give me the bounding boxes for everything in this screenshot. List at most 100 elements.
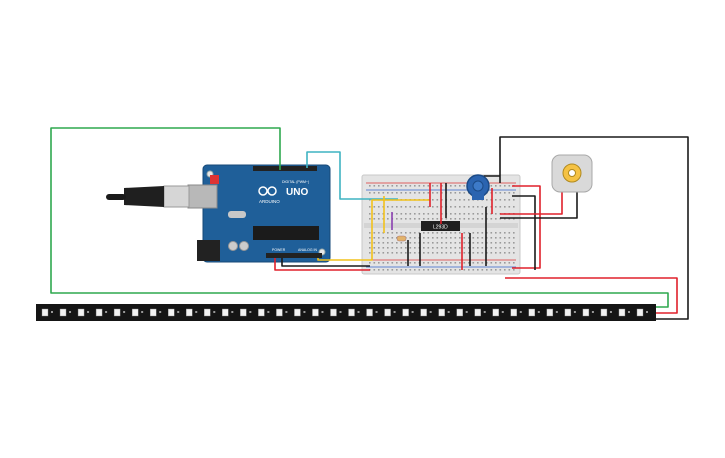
breadboard-hole [405,192,407,194]
led-pixel [95,308,103,317]
breadboard-hole [459,185,461,187]
wire-rail-ground[interactable] [512,195,536,270]
led-pixel-cap [627,311,630,313]
breadboard-hole [468,262,470,264]
breadboard-hole [454,232,457,234]
breadboard-hole [477,218,479,220]
breadboard-hole [423,232,425,234]
breadboard-hole [391,185,394,187]
breadboard-hole [495,269,497,271]
wire-motor-control[interactable] [317,199,430,261]
breadboard-hole [504,269,506,271]
wire-rail-power[interactable] [512,185,541,269]
breadboard-hole [396,242,398,244]
breadboard-hole [481,242,484,244]
breadboard-hole [450,269,452,271]
led-pixel [77,308,85,317]
breadboard-hole [441,269,443,271]
led-pixel-cap [465,311,468,313]
breadboard-hole [499,237,502,239]
led-pixel-cap [555,311,558,313]
wire-5v[interactable] [274,258,370,271]
breadboard-hole [391,192,394,194]
led-pixel [186,308,193,317]
breadboard-hole [504,262,506,264]
breadboard-hole [450,232,452,234]
wire-strip-data[interactable] [50,127,669,308]
breadboard-hole [387,232,389,234]
breadboard-hole [432,262,434,264]
led-pixel [258,308,265,317]
breadboard-hole [369,237,371,239]
breadboard-hole [400,242,403,244]
led-strip[interactable] [36,304,656,321]
breadboard-hole [472,262,475,264]
dc-motor[interactable] [551,154,593,193]
breadboard-hole [418,192,421,194]
usb-port [187,184,218,209]
wire-strip-ground[interactable] [499,136,689,320]
breadboard-hole [418,218,421,220]
breadboard-hole [495,242,497,244]
reset-button[interactable] [210,175,219,184]
breadboard-hole [432,185,434,187]
wire-strip-power[interactable] [505,277,678,314]
breadboard-hole [454,247,457,249]
arduino-uno[interactable]: UNO ARDUINO DIGITAL (PWM~) POWER ANALOG … [187,164,331,263]
resistor[interactable] [396,235,407,242]
potentiometer[interactable] [466,174,490,200]
breadboard-hole [499,269,502,271]
potentiometer-center [472,180,484,192]
breadboard-hole [400,252,403,254]
breadboard-hole [454,192,457,194]
breadboard-hole [499,232,502,234]
led-pixel-cap [537,311,540,313]
breadboard-hole [454,237,457,239]
led-pixel-cap [213,311,216,313]
breadboard-hole [432,232,434,234]
breadboard-hole [481,213,484,215]
breadboard-hole [382,262,385,264]
breadboard-hole [369,185,371,187]
led-pixel [276,308,283,317]
wire-motor-a[interactable] [500,192,563,215]
breadboard-hole [378,262,380,264]
breadboard-hole [400,213,403,215]
led-pixel-cap [177,311,180,313]
breadboard-hole [477,237,479,239]
breadboard-hole [427,185,430,187]
breadboard-hole [414,237,416,239]
breadboard-hole [405,269,407,271]
breadboard-hole [477,242,479,244]
breadboard-hole [454,199,457,201]
breadboard-hole [405,185,407,187]
breadboard-hole [432,247,434,249]
breadboard-hole [463,206,466,208]
breadboard-hole [432,218,434,220]
breadboard-hole [418,213,421,215]
breadboard-hole [454,206,457,208]
wire-pot-signal[interactable] [306,151,398,200]
breadboard-hole [463,185,466,187]
breadboard-hole [490,247,493,249]
breadboard-hole [391,237,394,239]
breadboard-hole [504,185,506,187]
breadboard-hole [427,269,430,271]
led-pixel-cap [249,311,252,313]
breadboard-hole [468,247,470,249]
breadboard-hole [459,242,461,244]
led-pixel-cap [285,311,288,313]
breadboard-hole [373,213,376,215]
led-pixel [294,308,301,317]
breadboard-hole [513,199,515,201]
breadboard-hole [504,199,506,201]
usb-cable[interactable] [106,185,190,208]
wire-motor-b[interactable] [500,192,578,219]
wire-gnd[interactable] [281,258,370,267]
breadboard-hole [513,247,515,249]
breadboard-hole [400,262,403,264]
breadboard-hole [391,232,394,234]
motor-driver-ic[interactable]: L293D [421,221,460,231]
breadboard-hole [432,213,434,215]
breadboard-hole [450,252,452,254]
